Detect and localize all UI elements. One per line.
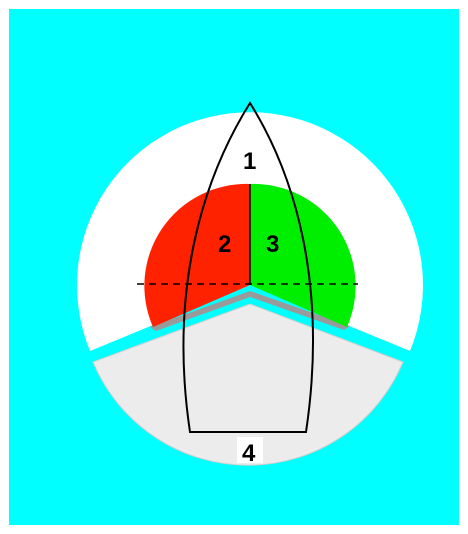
bow-label: 1 [243,148,256,175]
port-label: 2 [218,231,231,258]
starboard-label: 3 [266,231,279,258]
stern-label: 4 [242,440,256,467]
